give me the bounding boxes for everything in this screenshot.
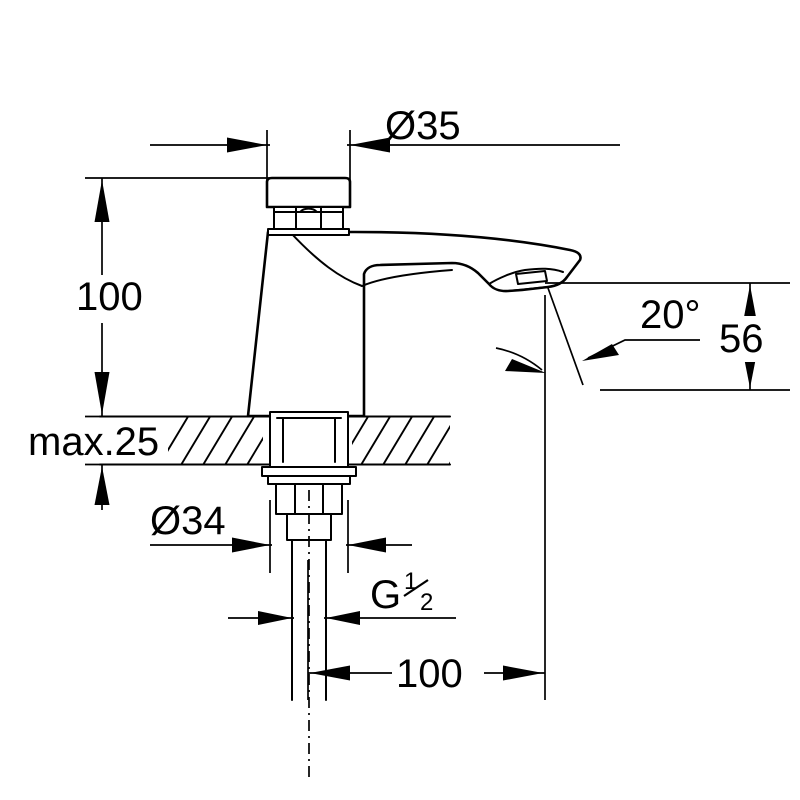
dimension-g-half: G 1 2 (228, 568, 456, 625)
dim-56-text-mask (716, 316, 780, 362)
aerator-outlet (515, 270, 548, 285)
dimension-max25: max.25 (28, 420, 159, 510)
cap-assembly-group (265, 176, 352, 236)
dim-56-label: 56 (719, 317, 764, 361)
dim-g12-fraction-bar (403, 579, 429, 597)
cap-base-ring (267, 228, 350, 236)
dim-d34-label: Ø34 (150, 499, 226, 543)
spout-tip-underside (507, 286, 549, 292)
deck-hatch-left (168, 417, 263, 464)
dim-g12-arrow-left (258, 611, 292, 625)
body-contour-line-2 (361, 269, 453, 287)
dim-g12-arrow-right (326, 611, 360, 625)
dim-h100-arrow-top (94, 180, 110, 222)
dim-d34-arrow-left (232, 537, 270, 553)
dim-20-leader-left (495, 347, 543, 371)
dim-h100-label: 100 (76, 275, 143, 319)
cap-top (265, 176, 352, 209)
dimension-d35: Ø35 (150, 104, 620, 153)
dim-max25-label: max.25 (28, 420, 159, 464)
dim-d35-label: Ø35 (385, 104, 461, 148)
dimension-height-100: 100 (72, 178, 164, 417)
faucet-body-group (246, 230, 582, 418)
body-contour-line-1 (289, 231, 363, 287)
spout-inner-contour (488, 267, 564, 285)
dim-d34-arrow-right (348, 537, 386, 553)
dim-g12-label-g: G (370, 573, 401, 617)
dim-20-arrow-left (505, 359, 546, 373)
dim-20-label: 20° (640, 293, 701, 337)
dim-20-arrow-right (582, 344, 619, 361)
dim-max25-arrow (94, 466, 110, 505)
dim-g12-denominator: 2 (420, 589, 433, 616)
dim-d35-arrow-left (227, 137, 267, 153)
dim-56-arrow-top (742, 285, 758, 325)
mounting-washer (261, 466, 357, 477)
dim-h100-text-mask (72, 275, 164, 323)
dim-p100-text-mask (392, 648, 484, 696)
cap-collar (273, 206, 344, 230)
dim-h100-arrow-bottom (94, 372, 110, 415)
dim-p100-arrow-right (503, 665, 543, 681)
dimension-angle-20: 20° (495, 287, 701, 386)
mounting-washer-2 (267, 475, 351, 485)
dimension-56: 56 (716, 283, 780, 390)
angle-ref-line (547, 287, 584, 386)
collar-arc (299, 207, 318, 213)
dimension-projection-100: 100 (308, 648, 545, 696)
dim-p100-arrow-left (310, 665, 350, 681)
dim-d35-arrow-right (350, 137, 390, 153)
dim-p100-label: 100 (396, 652, 463, 696)
deck-hatch-right (352, 417, 450, 464)
dimension-d34: Ø34 (150, 499, 412, 553)
shank-through-deck (269, 411, 349, 468)
